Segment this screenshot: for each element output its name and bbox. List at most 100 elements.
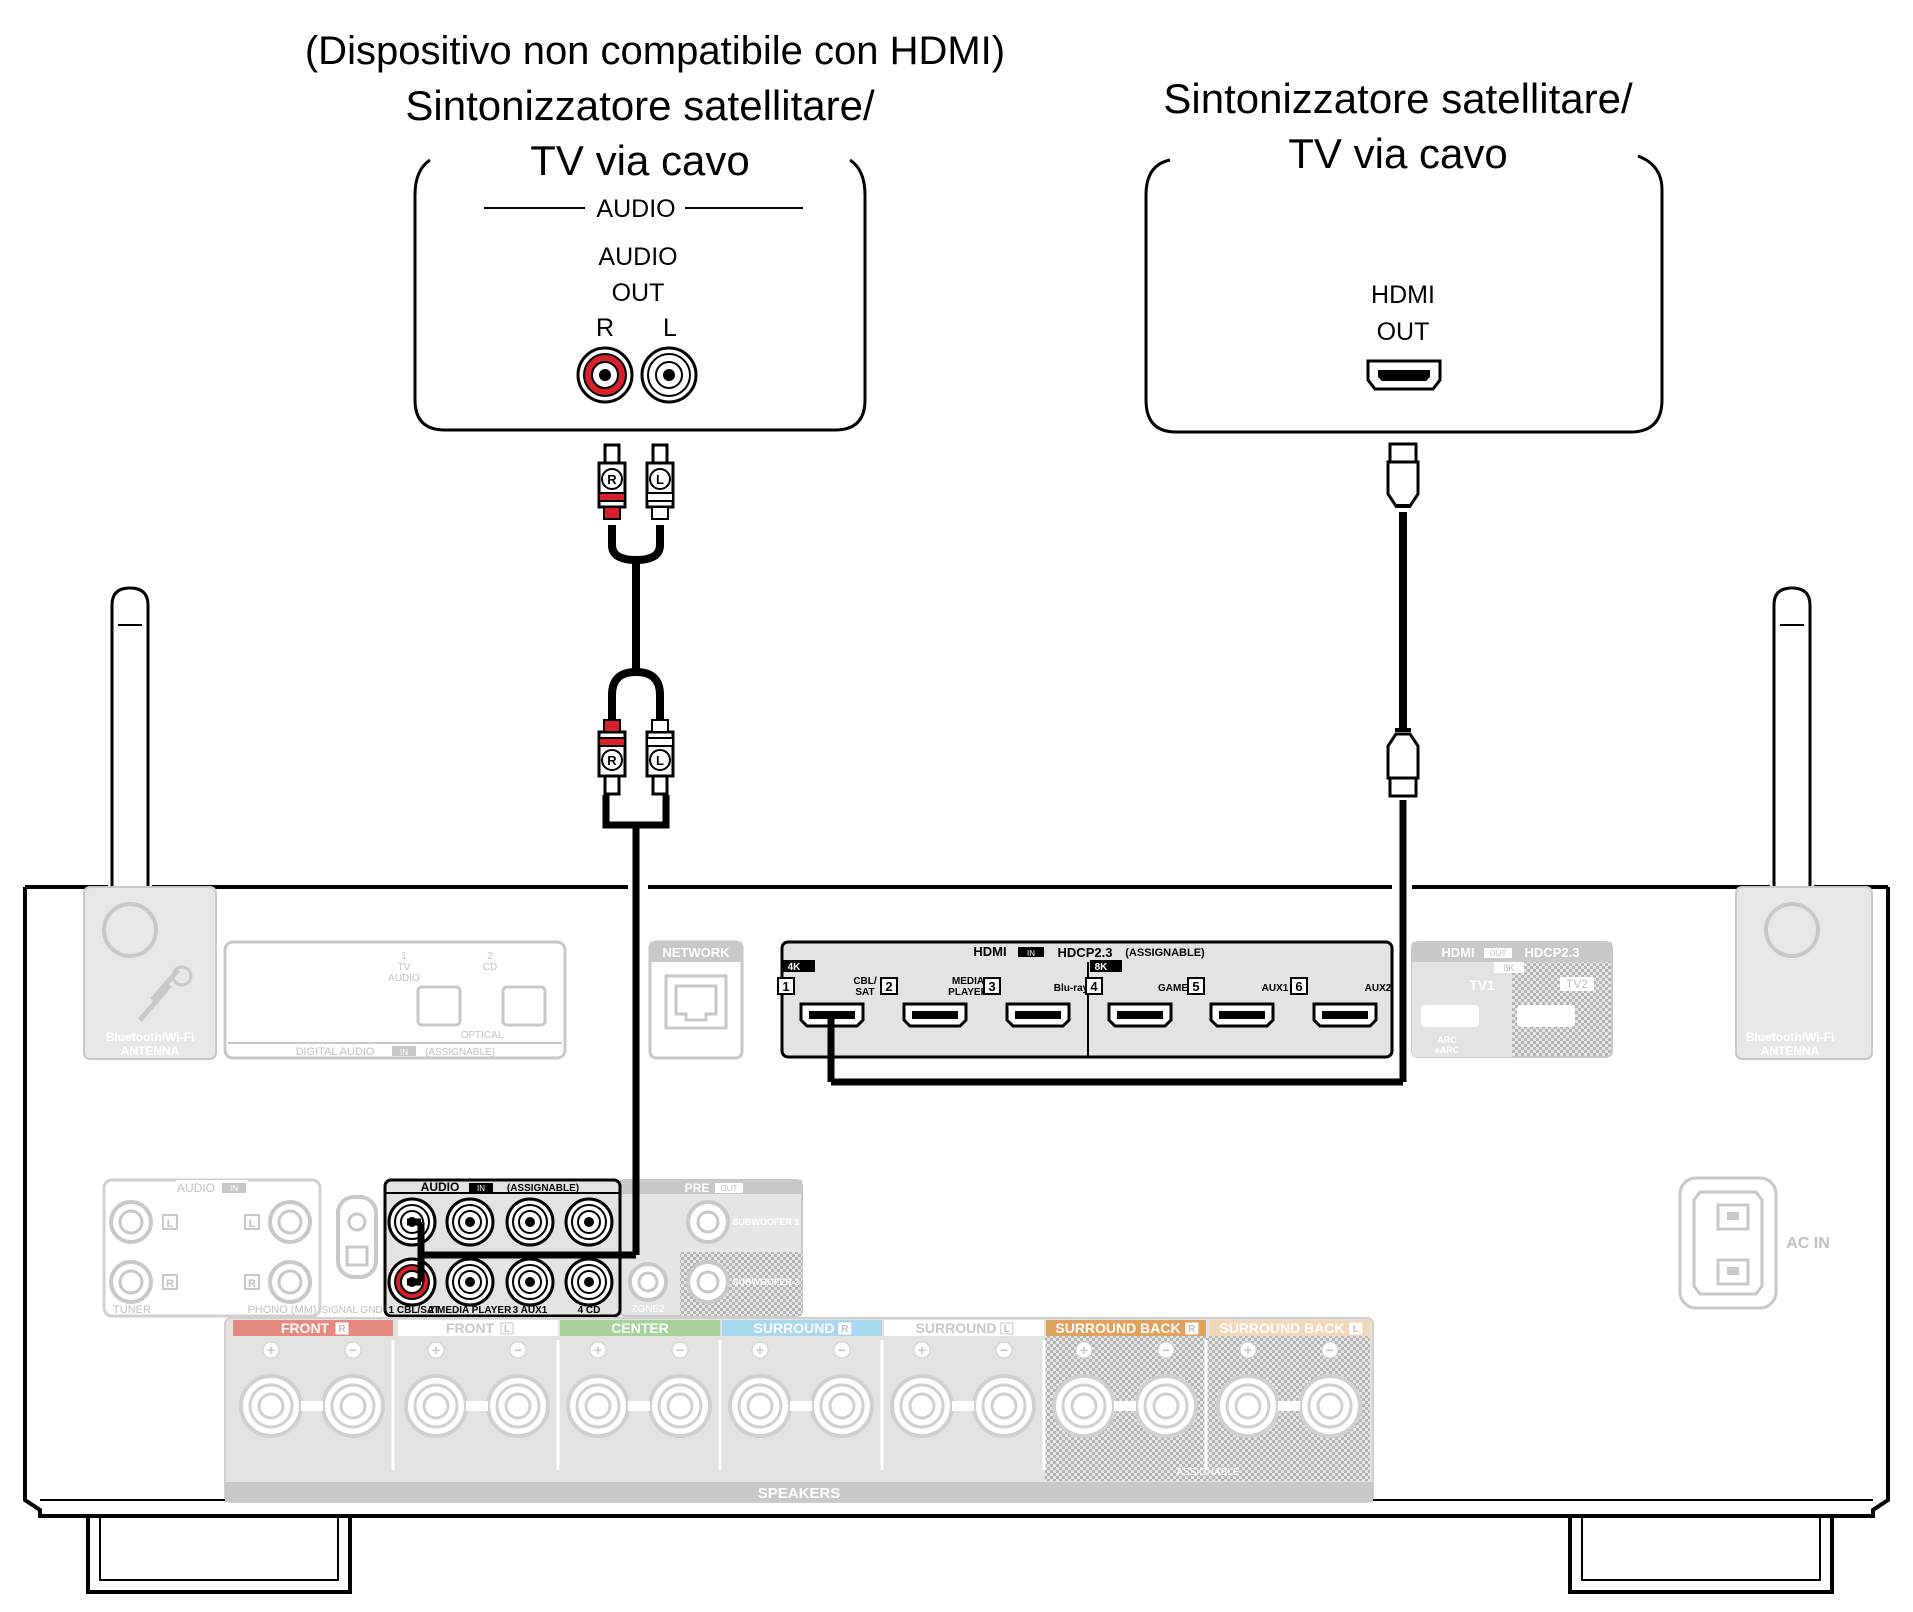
- left-port-label-out: OUT: [612, 279, 665, 307]
- ac-in-label: AC IN: [1786, 1235, 1830, 1252]
- antenna-right-label-2: ANTENNA: [1761, 1044, 1820, 1058]
- speaker-group-side: L: [1353, 1324, 1359, 1335]
- speaker-group-side: R: [1188, 1324, 1196, 1335]
- antenna-right-label-1: Bluetooth/Wi-Fi: [1746, 1030, 1835, 1044]
- analog-audio-in-panel: AUDIO IN (ASSIGNABLE) 1 CBL/SAT 2 MEDIA …: [383, 1178, 622, 1318]
- speaker-polarity: −: [1162, 1342, 1170, 1358]
- hdmi-in-8k-badge: 8K: [1095, 962, 1109, 973]
- hdmi-in-label-2: SAT: [855, 987, 874, 998]
- phono-tuner-label: TUNER: [113, 1304, 151, 1316]
- hdmi-out-tv1: TV1: [1469, 977, 1495, 993]
- pre-out-badge: OUT: [721, 1184, 738, 1193]
- antenna-base-left: Bluetooth/Wi-Fi ANTENNA: [83, 886, 217, 1060]
- hdmi-out-port-icon: [1366, 359, 1442, 391]
- left-device-note: (Dispositivo non compatibile con HDMI): [305, 29, 1005, 73]
- ac-inlet: AC IN: [1678, 1176, 1830, 1310]
- rca-out-r-jack-icon: [576, 346, 634, 404]
- hdmi-out-earc: eARC: [1435, 1045, 1460, 1055]
- left-channel-r-label: R: [596, 314, 614, 342]
- speaker-group-side: R: [841, 1324, 849, 1335]
- phono-mm-l: L: [249, 1218, 256, 1230]
- right-port-label-out: OUT: [1377, 318, 1430, 346]
- audio-in-jack-icon: [505, 1197, 555, 1247]
- hdmi-in-port-3: 3 Blu-ray: [983, 977, 1089, 1028]
- audio-in-jack-icon: [445, 1257, 495, 1307]
- digital-audio-assignable: (ASSIGNABLE): [425, 1047, 495, 1058]
- pre-label: PRE: [685, 1181, 710, 1195]
- right-port-label-hdmi: HDMI: [1371, 281, 1435, 309]
- speaker-polarity: −: [1000, 1342, 1008, 1358]
- audio-in-jack-icon: [564, 1257, 614, 1307]
- speaker-group-label: SURROUND BACK: [1219, 1320, 1344, 1336]
- hdmi-in-number: 3: [988, 979, 995, 994]
- speaker-polarity: +: [756, 1342, 764, 1358]
- antenna-left-label-1: Bluetooth/Wi-Fi: [106, 1030, 195, 1044]
- audio-in-badge: IN: [477, 1184, 485, 1193]
- hdmi-in-number-box: [983, 977, 1001, 995]
- hdmi-in-label: Blu-ray: [1054, 983, 1089, 994]
- audio-in-label-3: 3 AUX1: [513, 1305, 548, 1316]
- speaker-group-label: SURROUND: [916, 1320, 997, 1336]
- hdmi-in-4k-badge: 4K: [788, 962, 802, 973]
- speaker-group-side: R: [338, 1324, 346, 1335]
- speaker-polarity: +: [1080, 1342, 1088, 1358]
- hdmi-out-badge: OUT: [1490, 949, 1507, 958]
- optical-2-label: CD: [483, 962, 497, 973]
- receiver-foot-right: [1568, 1516, 1834, 1594]
- hdmi-in-number-box: [880, 977, 898, 995]
- hdmi-in-label-2: PLAYER: [948, 987, 988, 998]
- left-source-device: AUDIO AUDIO OUT R L: [413, 158, 867, 432]
- optical-label: OPTICAL: [461, 1030, 504, 1041]
- optical-1-label-b: AUDIO: [388, 973, 420, 984]
- hdmi-plug-top-icon: [1386, 442, 1420, 508]
- hdmi-port-slot: [1015, 1011, 1061, 1019]
- subwoofer-1-label: SUBWOOFER 1: [732, 1217, 799, 1227]
- left-port-label-audio: AUDIO: [598, 243, 677, 271]
- network-port-panel: NETWORK: [648, 940, 744, 1060]
- speaker-polarity: +: [918, 1342, 926, 1358]
- network-label: NETWORK: [662, 945, 730, 960]
- hdmi-in-label: AUX2: [1365, 983, 1392, 994]
- pre-out-panel: PRE OUT SUBWOOFER 1 SUBWOOFER 2 ZONE2: [619, 1179, 803, 1317]
- optical-1-label-a: TV: [398, 962, 411, 973]
- speaker-group-label: CENTER: [611, 1320, 669, 1336]
- hdmi-in-number: 1: [782, 979, 789, 994]
- subwoofer-2-label: SUBWOOFER 2: [732, 1277, 799, 1287]
- hdmi-in-number: 4: [1090, 979, 1098, 994]
- rca-audio-cable: [407, 525, 670, 1286]
- optical-2-num: 2: [487, 951, 493, 962]
- hdmi-in-label: MEDIA: [952, 976, 984, 987]
- speakers-assignable: ASSIGNABLE: [1176, 1467, 1240, 1478]
- hdmi-out-panel: HDMI OUT HDCP2.3 8K TV1 TV2 ARC eARC: [1411, 941, 1613, 1058]
- optical-1-num: 1: [401, 951, 407, 962]
- hdmi-in-panel: HDMI IN HDCP2.3 (ASSIGNABLE) 4K 8K: [780, 940, 1394, 1059]
- hdmi-in-number: 5: [1192, 979, 1199, 994]
- speaker-polarity: +: [594, 1342, 602, 1358]
- hdmi-in-number-box: [1085, 977, 1103, 995]
- antenna-left-label-2: ANTENNA: [121, 1044, 180, 1058]
- rca-plug-label: R: [607, 753, 617, 768]
- hdmi-in-label: CBL/: [853, 976, 877, 987]
- speaker-group-3: CENTER+−: [560, 1320, 722, 1470]
- speaker-group-label: FRONT: [446, 1320, 495, 1336]
- speaker-group-5: SURROUND L + −: [884, 1320, 1046, 1470]
- speaker-group-side: L: [1004, 1324, 1010, 1335]
- rca-plug-label: L: [656, 472, 664, 487]
- speaker-polarity: −: [1326, 1342, 1334, 1358]
- zone2-label: ZONE2: [631, 1304, 665, 1315]
- hdmi-port-slot: [1322, 1011, 1368, 1019]
- speaker-group-7: SURROUND BACK L + −: [1210, 1320, 1370, 1438]
- rca-plug-r-icon: R: [597, 443, 627, 520]
- digital-audio-in-badge: IN: [400, 1048, 408, 1057]
- audio-in-label-2: 2 MEDIA PLAYER: [429, 1305, 512, 1316]
- hdmi-in-number-box: [1290, 977, 1308, 995]
- speaker-polarity: +: [1244, 1342, 1252, 1358]
- hdmi-port-slot: [912, 1011, 958, 1019]
